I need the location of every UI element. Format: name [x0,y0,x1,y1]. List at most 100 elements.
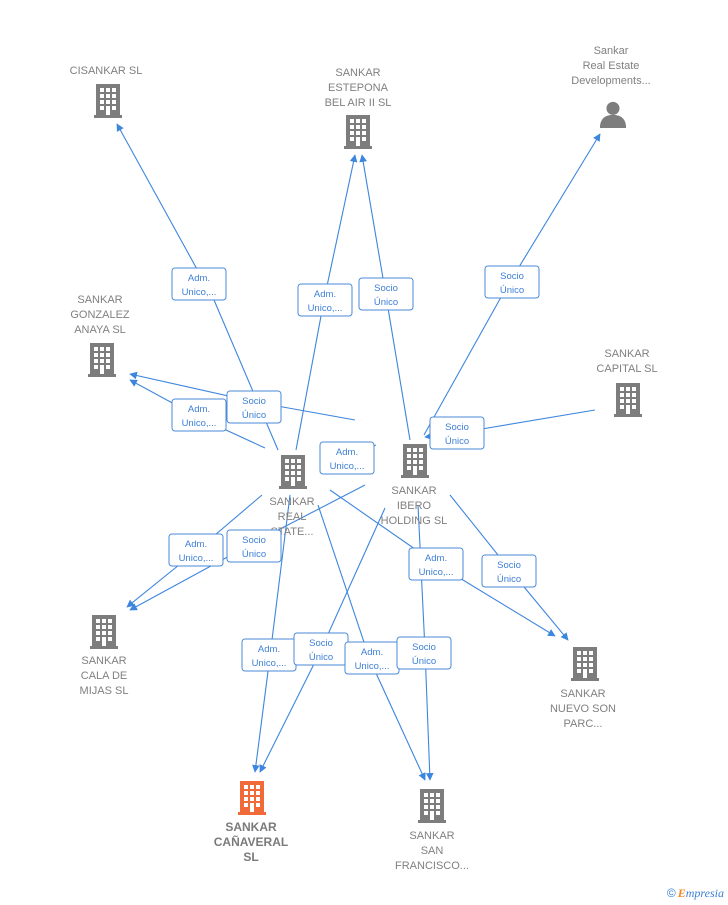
node-cala[interactable]: SANKAR CALA DE MIJAS SL [80,615,129,697]
node-label-line: SANKAR [81,655,126,667]
node-label-line: CALA DE [81,670,127,682]
edge-label-9[interactable]: Adm.Unico,... [168,533,224,567]
node-gonzalez[interactable]: SANKAR GONZALEZ ANAYA SL [70,294,130,377]
edge-label-text: Adm. [258,644,280,655]
node-label-line: SL [243,850,258,864]
edge-label-text: Socio [497,560,521,571]
node-label-line: GONZALEZ [70,309,130,321]
edge-label-text: Unico,... [182,418,217,429]
node-cisankar[interactable]: CISANKAR SL [70,65,143,118]
edge-label-text: Socio [374,283,398,294]
node-real-state[interactable]: SANKARREALSTATE... [269,455,315,538]
node-label-line: Real Estate [583,60,640,72]
node-san-francisco[interactable]: SANKARSANFRANCISCO... [395,789,469,872]
edge-label-11[interactable]: Adm. Unico,... [241,638,297,672]
edge-label-box [297,283,353,317]
node-label-line: MIJAS SL [80,685,129,697]
node-label-line: REAL [278,511,307,523]
edge-label-5[interactable]: Adm. Unico,... [171,398,227,432]
node-label-line: SANKAR [225,820,277,834]
building-icon [279,455,307,489]
edge-label-text: Unico,... [308,303,343,314]
node-label-line: BEL AIR II SL [325,97,392,109]
building-icon [571,647,599,681]
node-label-line: SANKAR [269,496,314,508]
nodes: CISANKAR SL SANKAR ESTEPONA BEL AIR II SL Sa… [70,45,658,872]
node-label-line: ANAYA SL [74,324,126,336]
edge-label-text: Único [242,549,266,560]
edge-label-text: Socio [242,535,266,546]
node-label-line: NUEVO SON [550,703,616,715]
edge-label-box [481,554,537,588]
edge-label-2[interactable]: Adm.Unico,... [297,283,353,317]
edge-label-text: Unico,... [419,567,454,578]
edge-label-box [396,636,452,670]
node-capital[interactable]: SANKAR CAPITAL SL [596,348,658,417]
node-label-line: SANKAR [409,830,454,842]
edge-label-box [226,390,282,424]
edge-label-text: Unico,... [179,553,214,564]
edge-label-box [171,267,227,301]
node-estepona[interactable]: SANKAR ESTEPONA BEL AIR II SL [325,67,392,149]
node-label-line: SANKAR [560,688,605,700]
edge-label-box [484,265,540,299]
node-label-line: SANKAR [604,348,649,360]
edge-label-text: Socio [242,396,266,407]
edge-label-text: Socio [309,638,333,649]
edge-label-text: Único [374,297,398,308]
node-label-line: CAÑAVERAL [214,834,288,849]
edge-label-text: Único [412,656,436,667]
edge-label-box [171,398,227,432]
edge-label-text: Único [497,574,521,585]
node-label-line: SANKAR [77,294,122,306]
edge-labels: Adm.Unico,...Adm.Unico,...SocioÚnicoSoci… [168,265,540,675]
node-label-line: PARC... [564,718,603,730]
node-label-line: SANKAR [335,67,380,79]
node-nuevo[interactable]: SANKAR NUEVO SON PARC... [550,647,616,730]
building-icon [90,615,118,649]
edge-label-13[interactable]: Adm.Unico,... [344,641,400,675]
edge-label-text: Adm. [188,273,210,284]
edge-label-box [319,441,375,475]
node-label-line: CAPITAL SL [596,363,657,375]
edge-label-text: Único [242,410,266,421]
building-icon [238,781,266,815]
node-label-line: SANKAR [391,485,436,497]
empresia-watermark[interactable]: ©Empresia [667,886,724,901]
edge-label-text: Único [500,285,524,296]
edge-label-box [358,277,414,311]
edge-label-box [408,547,464,581]
node-label-line: ESTEPONA [328,82,389,94]
edge-label-8[interactable]: Adm. Unico,... [319,441,375,475]
edge-label-text: Adm. [188,404,210,415]
building-icon [344,115,372,149]
node-label-line: SAN [421,845,444,857]
node-label-line: CISANKAR SL [70,65,143,77]
edge-label-box [168,533,224,567]
node-label-line: Developments... [571,75,650,87]
node-label-line: Sankar [594,45,629,57]
edge-label-text: Unico,... [252,658,287,669]
edge-label-box [226,529,282,563]
building-icon [94,84,122,118]
edge-label-text: Adm. [336,447,358,458]
building-icon [418,789,446,823]
edge-label-15[interactable]: Adm.Unico,... [408,547,464,581]
edge-label-text: Socio [445,422,469,433]
edge-label-text: Unico,... [330,461,365,472]
edge-label-1[interactable]: Adm.Unico,... [171,267,227,301]
edge-label-text: Único [309,652,333,663]
empresia-logo-initial: E [677,886,686,900]
